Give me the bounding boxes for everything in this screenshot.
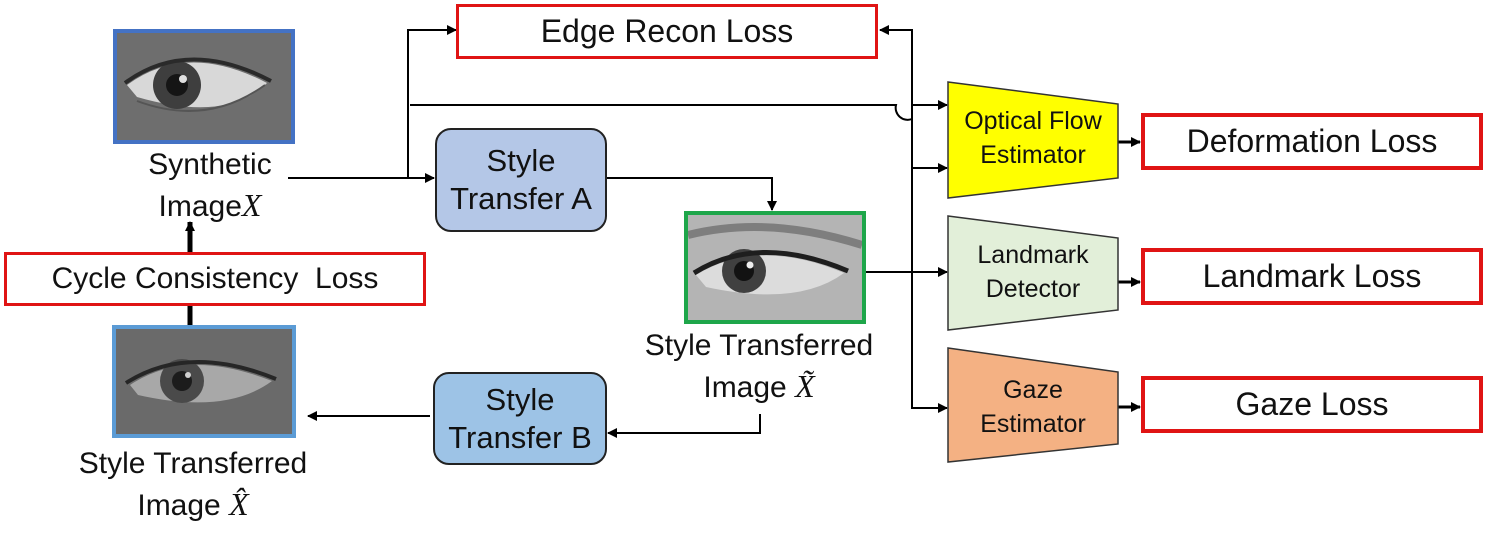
style-transferred-mid-eye-image (684, 211, 866, 324)
gaze-estimator-line1: Gaze (1003, 376, 1063, 404)
eye-picture (688, 215, 862, 320)
style-transferred-mid-line1: Style Transferred (644, 329, 874, 362)
optical-flow-estimator-shape (947, 81, 1119, 199)
gaze-estimator-shape (947, 347, 1119, 463)
optical-flow-line1: Optical Flow (964, 107, 1102, 135)
style-transfer-b-line1: Style (485, 381, 555, 417)
landmark-detector-label: Landmark Detector (948, 238, 1118, 306)
deformation-loss-label: Deformation Loss (1186, 123, 1438, 159)
bus-vertical (879, 25, 913, 272)
style-transferred-mid-line2: Image (703, 371, 787, 404)
optical-flow-estimator-label: Optical Flow Estimator (948, 104, 1118, 172)
style-transferred-mid-caption: Style Transferred Image X̃ (614, 326, 904, 408)
cycle-consistency-loss-label: Cycle Consistency Loss (51, 262, 379, 295)
eye-picture (117, 33, 291, 140)
style-transfer-b-block: Style Transfer B (433, 372, 607, 465)
landmark-loss-label: Landmark Loss (1202, 258, 1422, 294)
style-transferred-left-symbol: X̂ (229, 486, 249, 522)
arrow-synthetic-to-optical-flow (410, 104, 913, 121)
eye-picture (116, 329, 292, 434)
style-transfer-a-line2: Transfer A (450, 181, 592, 216)
synthetic-caption-line1: Synthetic (148, 148, 272, 181)
landmark-detector-line1: Landmark (977, 241, 1089, 269)
landmark-detector-shape (947, 215, 1119, 331)
edge-recon-loss-label: Edge Recon Loss (540, 13, 794, 49)
synthetic-caption-line2: Image (158, 190, 242, 223)
arrow-mid-image-to-transfer-b (607, 414, 761, 438)
arrow-synthetic-to-edge-recon (407, 25, 457, 178)
gaze-loss-label: Gaze Loss (1235, 386, 1389, 422)
style-transferred-mid-symbol: X̃ (795, 368, 815, 404)
arrow-transfer-a-to-mid-image (606, 177, 777, 211)
gaze-estimator-line2: Estimator (980, 410, 1086, 438)
edge-recon-loss-box: Edge Recon Loss (456, 4, 878, 59)
style-transfer-a-line1: Style (486, 143, 556, 178)
style-transferred-left-line1: Style Transferred (78, 447, 308, 480)
style-transferred-left-line2: Image (137, 489, 221, 522)
optical-flow-line2: Estimator (980, 141, 1086, 169)
gaze-loss-box: Gaze Loss (1141, 376, 1483, 433)
deformation-loss-box: Deformation Loss (1141, 113, 1483, 170)
style-transfer-b-line2: Transfer B (448, 419, 592, 455)
landmark-loss-box: Landmark Loss (1141, 248, 1483, 305)
synthetic-eye-image (113, 29, 295, 144)
style-transferred-left-caption: Style Transferred Image X̂ (48, 444, 338, 526)
style-transferred-left-eye-image (112, 325, 296, 438)
cycle-consistency-loss-box: Cycle Consistency Loss (4, 252, 426, 306)
landmark-detector-line2: Detector (985, 275, 1081, 303)
synthetic-image-caption: Synthetic ImageX (100, 145, 320, 227)
synthetic-symbol: X (241, 187, 262, 223)
gaze-estimator-label: Gaze Estimator (948, 373, 1118, 441)
style-transfer-a-block: Style Transfer A (435, 128, 607, 232)
arrow-bus-to-gaze (911, 272, 948, 413)
